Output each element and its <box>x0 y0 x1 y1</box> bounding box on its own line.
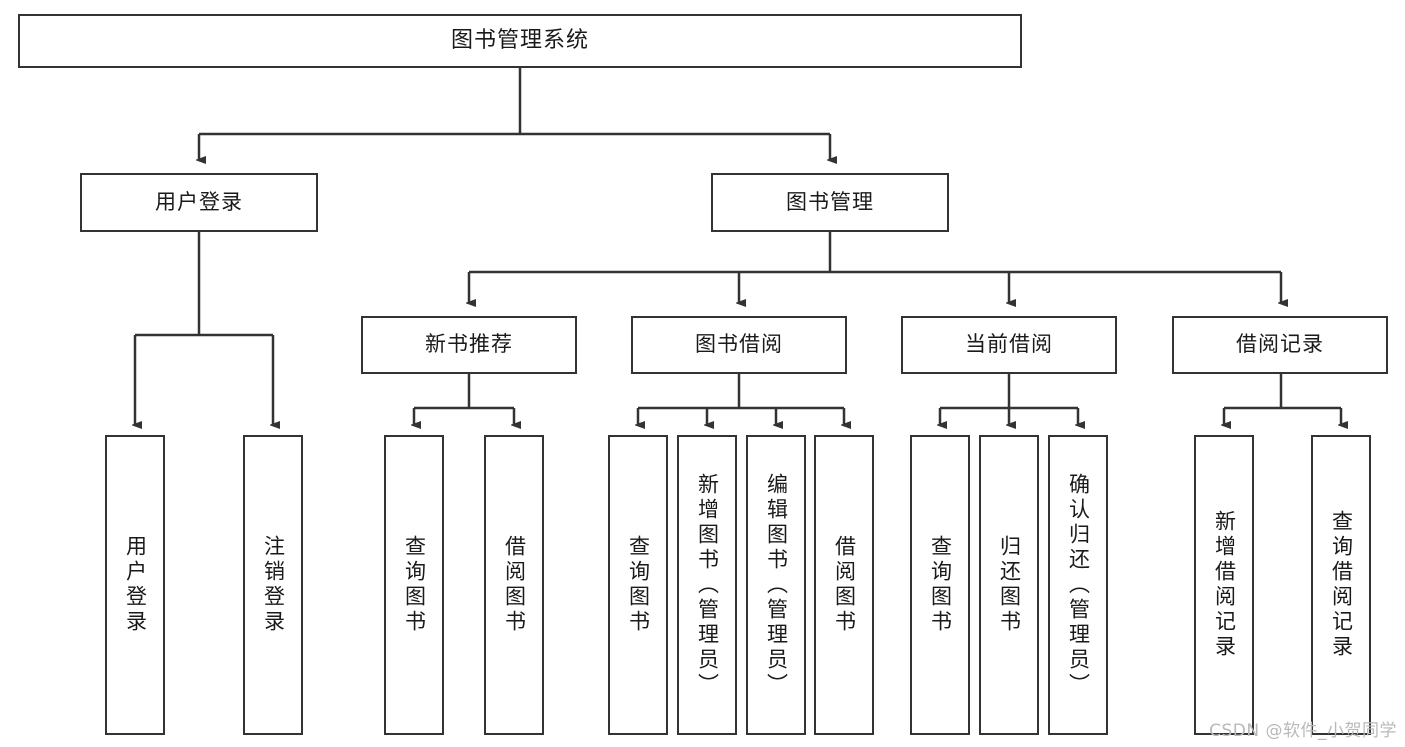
node-root-system[interactable]: 图书管理系统 <box>18 14 1022 68</box>
node-label: 新增图书（管理员） <box>695 472 720 698</box>
node-label: 用户登录 <box>123 535 148 635</box>
leaf-borrow-record-query[interactable]: 查询借阅记录 <box>1311 435 1371 735</box>
leaf-user-login-login[interactable]: 用户登录 <box>105 435 165 735</box>
node-label: 编辑图书（管理员） <box>764 472 789 698</box>
node-label: 借阅记录 <box>1236 332 1324 357</box>
node-user-login[interactable]: 用户登录 <box>80 173 318 232</box>
node-label: 借阅图书 <box>502 535 527 635</box>
leaf-book-borrow-add[interactable]: 新增图书（管理员） <box>677 435 737 735</box>
node-current-borrow[interactable]: 当前借阅 <box>901 316 1117 374</box>
node-label: 查询图书 <box>402 535 427 635</box>
watermark-text: CSDN @软件_小贺同学 <box>1209 721 1397 741</box>
node-label: 用户登录 <box>155 189 243 214</box>
node-label: 图书管理系统 <box>450 27 589 53</box>
node-label: 图书管理 <box>786 189 874 214</box>
node-book-management[interactable]: 图书管理 <box>711 173 949 232</box>
leaf-user-login-logout[interactable]: 注销登录 <box>243 435 303 735</box>
leaf-current-borrow-query[interactable]: 查询图书 <box>910 435 970 735</box>
node-label: 当前借阅 <box>965 332 1053 357</box>
leaf-new-book-query[interactable]: 查询图书 <box>384 435 444 735</box>
leaf-book-borrow-query[interactable]: 查询图书 <box>608 435 668 735</box>
node-label: 新书推荐 <box>425 332 513 357</box>
node-borrow-record[interactable]: 借阅记录 <box>1172 316 1388 374</box>
node-label: 借阅图书 <box>832 535 857 635</box>
leaf-book-borrow-edit[interactable]: 编辑图书（管理员） <box>746 435 806 735</box>
node-book-borrow[interactable]: 图书借阅 <box>631 316 847 374</box>
node-label: 图书借阅 <box>695 332 783 357</box>
leaf-current-borrow-return[interactable]: 归还图书 <box>979 435 1039 735</box>
node-label: 新增借阅记录 <box>1212 510 1237 660</box>
leaf-borrow-record-add[interactable]: 新增借阅记录 <box>1194 435 1254 735</box>
node-label: 确认归还（管理员） <box>1066 472 1091 698</box>
node-label: 查询图书 <box>626 535 651 635</box>
leaf-current-borrow-confirm[interactable]: 确认归还（管理员） <box>1048 435 1108 735</box>
node-label: 归还图书 <box>997 535 1022 635</box>
node-label: 查询图书 <box>928 535 953 635</box>
leaf-book-borrow-lend[interactable]: 借阅图书 <box>814 435 874 735</box>
node-new-book-recommend[interactable]: 新书推荐 <box>361 316 577 374</box>
node-label: 注销登录 <box>261 535 286 635</box>
node-label: 查询借阅记录 <box>1329 510 1354 660</box>
leaf-new-book-borrow[interactable]: 借阅图书 <box>484 435 544 735</box>
